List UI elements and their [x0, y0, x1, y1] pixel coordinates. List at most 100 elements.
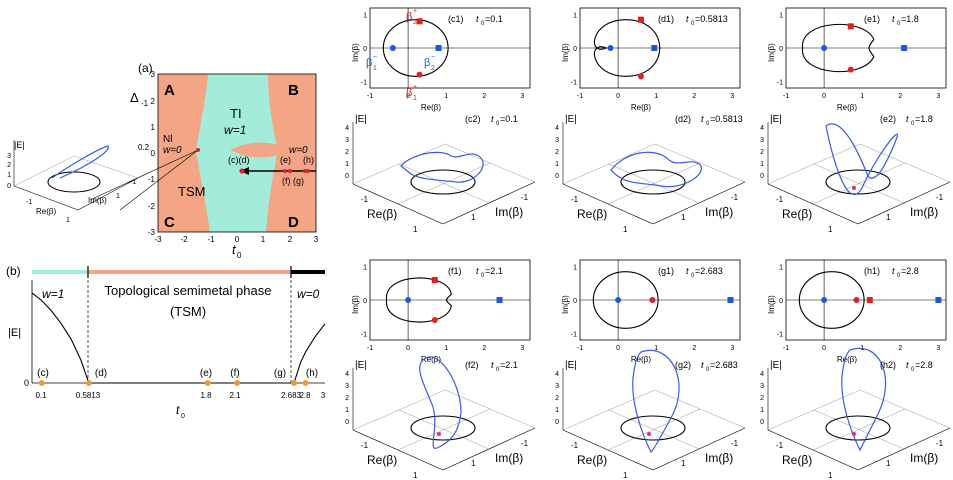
- plan-panel-value: =2.1: [485, 266, 503, 276]
- region-A-label: A: [164, 82, 175, 99]
- inset-pointer-line: [119, 149, 199, 211]
- persp-im-label: Im(β): [910, 205, 938, 219]
- plan-panel-t: t: [892, 14, 895, 24]
- plan-xtick: 2: [898, 345, 902, 352]
- tsm-phase-title: Topological semimetal phase: [105, 283, 272, 298]
- plan-ytick: -1: [777, 331, 783, 338]
- panel-b-xtick: 0.5813: [76, 391, 101, 400]
- energy-curve-right: [293, 323, 326, 384]
- panel-b-point: [302, 380, 309, 386]
- beta-minus-square: [935, 297, 942, 303]
- persp-ztick: 1: [345, 161, 349, 168]
- panel-a-xtick: -2: [180, 235, 188, 244]
- beta1-plus-sup: +: [413, 84, 417, 91]
- persp-im-label: Im(β): [910, 451, 938, 465]
- plan-ytick: 1: [573, 265, 577, 272]
- persp-ztick: 1: [760, 407, 764, 414]
- plan-xtick: 2: [898, 93, 902, 100]
- panel-b-xtick: 2.1: [229, 391, 241, 400]
- persp-panel-value: =2.8: [915, 360, 933, 370]
- plan-ytick: -1: [361, 79, 367, 86]
- plan-ytick: 0: [573, 298, 577, 305]
- beta-minus-point: [405, 297, 412, 303]
- panel-a-ytick: 0: [151, 149, 156, 158]
- persp-tick: -1: [731, 439, 739, 448]
- gbz-curve: [798, 271, 865, 329]
- plan-xtick: 1: [654, 345, 658, 352]
- gbz-curve: [802, 23, 875, 73]
- panel-b-point: [85, 380, 92, 386]
- plan-ytick: 1: [363, 265, 367, 272]
- persp-im-label: Im(β): [705, 451, 733, 465]
- persp-ztick: 2: [555, 149, 559, 156]
- persp-unit-circle: [620, 415, 686, 441]
- persp-ztick: 3: [555, 383, 559, 390]
- plan-xtick: 3: [520, 345, 524, 352]
- plan-panel-t: t: [476, 14, 479, 24]
- persp-tick: -1: [776, 195, 784, 204]
- panel-a-ytick: -1: [148, 175, 156, 184]
- point-h-marker: [306, 169, 310, 173]
- plan-panel-t: t: [686, 266, 689, 276]
- inset-point-marker: [196, 148, 200, 152]
- gbz-curve: [382, 19, 449, 77]
- exceptional-point: [647, 432, 651, 436]
- persp-ztick: 0: [345, 419, 349, 426]
- persp-ztick: 0: [760, 419, 764, 426]
- panel-b-marker-label: (h): [306, 368, 318, 379]
- persp-ztick: 1: [555, 407, 559, 414]
- panel-b-xtick: 1.8: [200, 391, 212, 400]
- persp-unit-circle: [825, 169, 891, 195]
- persp-panel-tsub: 0: [911, 367, 915, 373]
- plan-xtick: -1: [783, 93, 789, 100]
- exceptional-point: [852, 186, 856, 190]
- panel-a-xtick: 2: [288, 235, 293, 244]
- inset-ztick: 0: [7, 183, 11, 190]
- persp-re-label: Re(β): [367, 453, 397, 467]
- panel-a-ylabel-sub: -1: [141, 99, 149, 108]
- persp-panel-label: (e2): [880, 114, 896, 124]
- persp-grid: [398, 409, 490, 450]
- plan-re-label: Re(β): [837, 103, 857, 112]
- plan-panel-value: =0.5813: [695, 14, 728, 24]
- inset-axis: [13, 185, 79, 211]
- spectrum-loop: [610, 151, 702, 188]
- nl-label: Nl: [163, 134, 172, 145]
- beta1-minus-label: β: [366, 57, 372, 69]
- persp-tick: -1: [731, 193, 739, 202]
- panel-b-marker-label: (c): [37, 368, 49, 379]
- persp-grid: [813, 163, 905, 204]
- panel-b-point: [234, 380, 241, 386]
- persp-panel-tsub: 0: [911, 121, 915, 127]
- plan-panel-label: (f1): [448, 266, 462, 276]
- persp-ztick: 0: [555, 173, 559, 180]
- plan-ytick: 0: [779, 298, 783, 305]
- spectrum-loop: [632, 349, 680, 454]
- panel-b-xlabel: t: [176, 403, 180, 417]
- persp-tick: -1: [571, 441, 579, 450]
- panel-b-marker-label: (f): [230, 368, 239, 379]
- plan-xtick: 1: [444, 345, 448, 352]
- plan-xtick: 3: [730, 93, 734, 100]
- persp-tick: 1: [886, 213, 891, 222]
- plan-im-label: Im(β): [351, 295, 360, 314]
- ti-label: TI: [230, 106, 242, 121]
- persp-tick: 1: [471, 459, 476, 468]
- persp-zlabel: |E|: [355, 360, 367, 371]
- persp-unit-circle: [825, 415, 891, 441]
- beta-plus-point: [416, 71, 423, 78]
- persp-tick: -1: [571, 195, 579, 204]
- plan-re-label: Re(β): [631, 355, 651, 364]
- persp-ztick: 1: [760, 161, 764, 168]
- gbz-curve: [592, 271, 659, 329]
- persp-panel-t: t: [906, 360, 909, 370]
- region-A-fill: [158, 74, 208, 150]
- plan-xtick: 0: [406, 93, 410, 100]
- beta-minus-square: [496, 297, 503, 303]
- panel-b-ytick: 0: [24, 378, 29, 388]
